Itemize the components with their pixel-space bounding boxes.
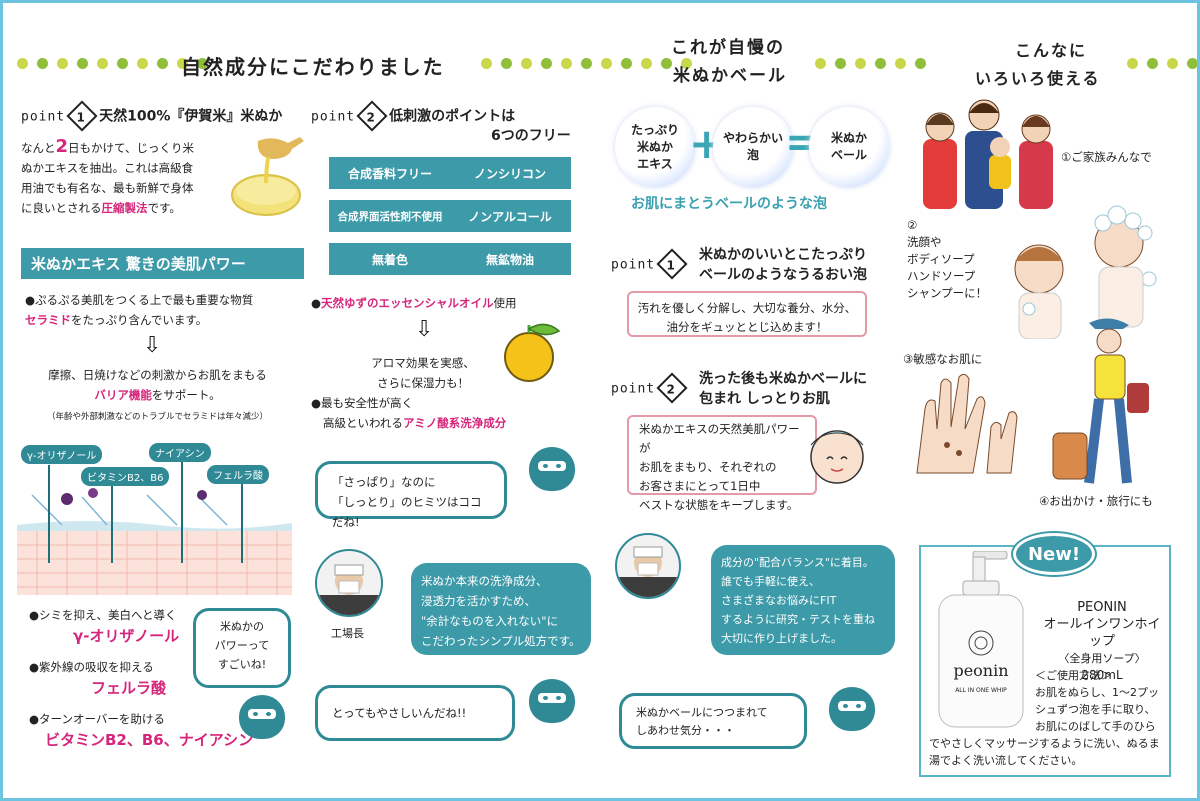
- section-heading-veil-2: 米ぬかベール: [673, 66, 787, 86]
- free-badge: ノンシリコン: [449, 157, 571, 189]
- down-arrow: ⇩: [415, 317, 434, 342]
- free-badge: ノンアルコール: [449, 200, 571, 232]
- yuzu-text: ●天然ゆずのエッセンシャルオイル使用: [311, 296, 517, 310]
- power-speech-bubble: 米ぬかのパワーってすごいね!: [193, 608, 291, 688]
- section-heading-ingredients: 自然成分にこだわりました: [181, 55, 445, 79]
- dot-row-left: [17, 58, 208, 69]
- factory-manager-avatar: [315, 549, 383, 617]
- usage-instructions-bottom: でやさしくマッサージするように洗い、ぬるま 湯でよく洗い流してください。: [929, 737, 1160, 767]
- oil-spoon-image: [228, 133, 308, 218]
- benefit-item: ●ターンオーバーを助ける ビタミンB2、B6、ナイアシン: [29, 712, 254, 749]
- use-travel: ④お出かけ・旅行にも: [1039, 494, 1153, 508]
- happy-woman-image: [803, 415, 871, 495]
- researcher-avatar: [615, 533, 681, 599]
- veil-point1-title: 米ぬかのいいとこたっぷりベールのようなうるおい泡: [699, 247, 867, 283]
- section-heading-veil-1: これが自慢の: [671, 38, 785, 58]
- label-vitamin-b: ビタミンB2、B6: [81, 467, 170, 486]
- refresh-speech-bubble: 「さっぱり」なのに「しっとり」のヒミツはココだね!: [315, 461, 507, 529]
- free-badge: 合成界面活性剤不使用: [329, 200, 451, 232]
- free-badge: 無鉱物油: [449, 243, 571, 275]
- soft-foam-circle: やわらかい泡: [713, 107, 793, 187]
- veil-point2-title: 洗った後も米ぬかベールに包まれ しっとりお肌: [699, 371, 867, 407]
- bottle-brand: peonin: [953, 661, 1009, 680]
- veil-tagline: お肌にまとうベールのような泡: [631, 196, 827, 212]
- point-number-badge: 2: [656, 372, 688, 404]
- gentle-speech-bubble: とってもやさしいんだね!!: [315, 685, 515, 741]
- label-oryzanol: γ-オリザノール: [21, 445, 103, 464]
- product-info: PEONIN オールインワンホイップ 〈全身用ソープ〉 280mL: [1039, 599, 1165, 684]
- traveler-illustration: [1049, 313, 1159, 493]
- happy-speech-bubble: 米ぬかベールにつつまれてしあわせ気分・・・: [619, 693, 807, 749]
- point2-title-sub: 6つのフリー: [491, 128, 571, 144]
- yuzu-icon: [499, 321, 563, 383]
- aroma-text: アロマ効果を実感、さらに保湿力も！: [371, 356, 475, 390]
- rice-bran-extract-circle: たっぷり米ぬかエキス: [615, 107, 695, 187]
- usage-instructions-right: ＜ご使用方法＞ お肌をぬらし、1〜2プッ シュずつ泡を手に取り、 お肌にのばして…: [1035, 669, 1159, 733]
- down-arrow: ⇩: [143, 333, 162, 358]
- usage-heading-2: いろいろ使える: [975, 69, 1101, 88]
- washing-woman-illustration: [999, 199, 1189, 340]
- mascot-icon: [529, 679, 575, 723]
- point1-text: なんと2日もかけて、じっくり米 ぬかエキスを抽出。これは高級食 用油でも有名な、…: [21, 136, 194, 216]
- mascot-icon: [829, 687, 875, 731]
- label-niacin: ナイアシン: [149, 443, 211, 462]
- point1-title: 天然100%『伊賀米』米ぬか: [99, 108, 283, 125]
- use-family: ①ご家族みんなで: [1061, 150, 1152, 164]
- bottle-subtitle: ALL IN ONE WHIP: [955, 687, 1007, 694]
- family-illustration: [915, 89, 1065, 209]
- benefits-list: ●シミを抑え、美白へと導く γ-オリザノール ●紫外線の吸収を抑える フェルラ酸…: [29, 605, 259, 750]
- point-number-badge: 1: [66, 100, 98, 132]
- free-badge: 無着色: [329, 243, 451, 275]
- product-volume: 280mL: [1081, 668, 1123, 682]
- beauty-power-bar: 米ぬかエキス 驚きの美肌パワー: [21, 248, 304, 279]
- mascot-icon: [239, 695, 285, 739]
- veil-point1-box: 汚れを優しく分解し、大切な養分、水分、油分をギュッととじ込めます！: [627, 291, 867, 337]
- ceramide-note: （年齢や外部刺激などのトラブルでセラミドは年々減少）: [46, 412, 268, 422]
- skin-diagram: γ-オリザノール ビタミンB2、B6 ナイアシン フェルラ酸: [17, 435, 292, 595]
- label-ferulic-acid: フェルラ酸: [207, 465, 269, 484]
- product-bottle: peonin ALL IN ONE WHIP: [933, 550, 1029, 729]
- point-number-badge: 2: [356, 100, 388, 132]
- new-badge: New!: [1013, 533, 1095, 575]
- veil-point2-box: 米ぬかエキスの天然美肌パワーがお肌をまもり、それぞれのお客さまにとって1日中ベス…: [627, 415, 817, 512]
- usage-heading-1: こんなに: [1015, 41, 1088, 60]
- dot-row-mid: [481, 58, 692, 69]
- factory-manager-label: 工場長: [331, 627, 364, 640]
- ceramide-text: ●ぷるぷる美肌をつくる上で最も重要な物質 セラミドをたっぷり含んでいます。: [25, 293, 254, 327]
- barrier-text: 摩擦、日焼けなどの刺激からお肌をまもる バリア機能をサポート。: [48, 368, 267, 402]
- rice-bran-veil-circle: 米ぬかベール: [809, 107, 889, 187]
- dot-row-right: [815, 58, 926, 69]
- product-type: 〈全身用ソープ〉: [1058, 652, 1146, 665]
- use-sensitive: ③敏感なお肌に: [903, 352, 983, 366]
- point-label: point: [21, 109, 66, 125]
- product-name: オールインワンホイップ: [1043, 617, 1161, 649]
- point-number-badge: 1: [656, 248, 688, 280]
- dot-row-far-right: [1127, 58, 1197, 69]
- manager-speech-bubble: 米ぬか本来の洗浄成分、浸透力を活かすため、"余計なものを入れない"にこだわったシ…: [411, 563, 591, 655]
- amino-text: ●最も安全性が高く 高級といわれるアミノ酸系洗浄成分: [311, 396, 507, 430]
- hands-illustration: [907, 369, 1027, 479]
- benefit-item: ●紫外線の吸収を抑える フェルラ酸: [29, 660, 167, 697]
- benefit-item: ●シミを抑え、美白へと導く γ-オリザノール: [29, 608, 180, 645]
- mascot-icon: [529, 447, 575, 491]
- product-brand: PEONIN: [1077, 600, 1127, 615]
- free-badge: 合成香料フリー: [329, 157, 451, 189]
